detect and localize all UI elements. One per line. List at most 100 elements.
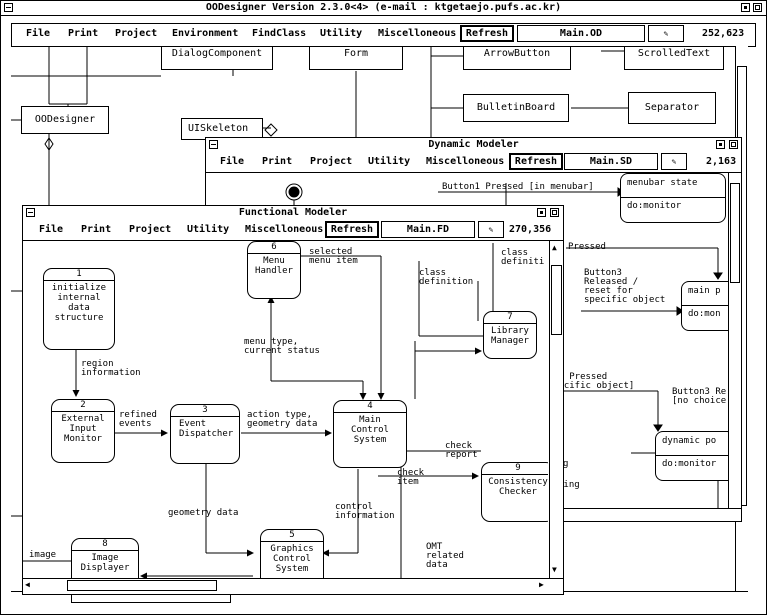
- transition-label-button1: Button1 Pressed [in menubar]: [442, 182, 594, 192]
- functional-dataflows: [23, 243, 494, 578]
- dynamic-refresh-button[interactable]: Refresh: [509, 153, 563, 170]
- scroll-left-arrow-icon[interactable]: ◀: [25, 580, 30, 589]
- functional-coordinate-readout: 270,356: [509, 224, 552, 235]
- functional-minimize-icon[interactable]: [537, 208, 546, 217]
- functional-menu-miscelloneous[interactable]: Miscelloneous: [245, 224, 324, 235]
- flow-label-action-type: action type, geometry data: [247, 410, 318, 429]
- process-8-image-displayer[interactable]: 8 Image Displayer: [71, 538, 139, 578]
- dynamic-menu-miscelloneous[interactable]: Miscelloneous: [426, 156, 505, 167]
- functional-vertical-scrollbar[interactable]: ▲ ▼: [549, 241, 563, 578]
- dynamic-file-name-field: Main.SD: [564, 153, 658, 170]
- dynamic-menu-file[interactable]: File: [220, 156, 245, 167]
- flow-label-geometry-data: geometry data: [168, 508, 239, 518]
- class-arrowbutton[interactable]: ArrowButton: [463, 46, 571, 70]
- maximize-icon[interactable]: [753, 3, 762, 12]
- dynamic-menu-project[interactable]: Project: [310, 156, 353, 167]
- flow-label-check-item: check item: [397, 468, 425, 487]
- dynamic-window-menu-icon[interactable]: [209, 140, 218, 149]
- flow-label-refined-events: refined events: [119, 410, 157, 429]
- class-bulletinboard[interactable]: BulletinBoard: [463, 94, 569, 122]
- transition-label-button3-pressed: n3 Pressed pecific object]: [553, 372, 635, 391]
- tool-icon[interactable]: ✎: [648, 25, 684, 42]
- menu-findclass[interactable]: FindClass: [252, 28, 307, 39]
- transition-label-pressed: Pressed: [568, 242, 606, 252]
- functional-titlebar[interactable]: Functional Modeler: [23, 206, 563, 221]
- process-7-library-manager[interactable]: 7 Library Manager: [483, 311, 537, 359]
- functional-refresh-button[interactable]: Refresh: [325, 221, 379, 238]
- functional-window-title: Functional Modeler: [238, 207, 348, 218]
- dynamic-coordinate-readout: 2,163: [706, 156, 737, 167]
- flow-label-class-definition: class definition: [419, 268, 474, 287]
- functional-horizontal-scrollbar[interactable]: ◀ ▶: [23, 578, 563, 592]
- flow-label-control-information: control information: [335, 502, 395, 521]
- functional-window-menu-icon[interactable]: [26, 208, 35, 217]
- functional-maximize-icon[interactable]: [550, 208, 559, 217]
- flow-label-menu-type: menu type, current status: [244, 337, 320, 356]
- functional-vertical-scroll-thumb[interactable]: [551, 265, 562, 335]
- class-scrolledtext[interactable]: ScrolledText: [624, 46, 724, 70]
- dynamic-titlebar[interactable]: Dynamic Modeler: [206, 138, 741, 153]
- state-menubar[interactable]: menubar state do:monitor: [620, 173, 726, 223]
- scroll-down-arrow-icon[interactable]: ▼: [552, 565, 557, 574]
- menu-miscelloneous[interactable]: Miscelloneous: [378, 28, 457, 39]
- file-name-field: Main.OD: [517, 25, 645, 42]
- refresh-button[interactable]: Refresh: [460, 25, 514, 42]
- transition-label-button3-no-choice: Button3 Re [no choice: [672, 387, 727, 406]
- dynamic-menubar: File Print Project Utility Miscelloneous…: [206, 152, 741, 173]
- functional-menu-file[interactable]: File: [39, 224, 64, 235]
- functional-file-name-field: Main.FD: [381, 221, 475, 238]
- functional-menu-print[interactable]: Print: [81, 224, 112, 235]
- main-titlebar[interactable]: OODesigner Version 2.3.0<4> (e-mail : kt…: [1, 1, 766, 16]
- dynamic-window-title: Dynamic Modeler: [428, 139, 519, 150]
- functional-menu-utility[interactable]: Utility: [187, 224, 230, 235]
- flow-label-region-information: region information: [81, 359, 141, 378]
- process-6-menu-handler[interactable]: 6 Menu Handler: [247, 241, 301, 299]
- class-form[interactable]: Form: [309, 46, 403, 70]
- functional-horizontal-scroll-thumb[interactable]: [67, 580, 217, 591]
- menu-project[interactable]: Project: [115, 28, 158, 39]
- process-2-external-input-monitor[interactable]: 2 External Input Monitor: [51, 399, 115, 463]
- dynamic-maximize-icon[interactable]: [729, 140, 738, 149]
- functional-canvas[interactable]: 1 initialize internal data structure 2 E…: [23, 241, 548, 578]
- process-9-consistency-checker[interactable]: 9 Consistency Checker: [481, 462, 548, 522]
- dynamic-minimize-icon[interactable]: [716, 140, 725, 149]
- scroll-right-arrow-icon[interactable]: ▶: [539, 580, 544, 589]
- menu-utility[interactable]: Utility: [320, 28, 363, 39]
- minimize-icon[interactable]: [741, 3, 750, 12]
- process-4-main-control-system[interactable]: 4 Main Control System: [333, 400, 407, 468]
- flow-label-check-report: check report: [445, 441, 478, 460]
- flow-label-selected-menu-item: selected menu item: [309, 247, 358, 266]
- window-menu-icon[interactable]: [4, 3, 13, 12]
- dynamic-vertical-scrollbar[interactable]: [728, 173, 741, 508]
- menu-environment[interactable]: Environment: [172, 28, 239, 39]
- main-window-title: OODesigner Version 2.3.0<4> (e-mail : kt…: [205, 2, 562, 13]
- scroll-up-arrow-icon[interactable]: ▲: [552, 243, 557, 252]
- process-1-initialize[interactable]: 1 initialize internal data structure: [43, 268, 115, 350]
- flow-label-class-definiti: class definiti: [501, 248, 545, 267]
- dynamic-vertical-scroll-thumb[interactable]: [730, 183, 740, 283]
- class-separator[interactable]: Separator: [628, 92, 716, 124]
- functional-tool-icon[interactable]: ✎: [478, 221, 504, 238]
- coordinate-readout: 252,623: [702, 28, 745, 39]
- transition-label-button3-released: Button3 Released / reset for specific ob…: [584, 268, 666, 305]
- state-dynamic[interactable]: dynamic po do:monitor: [655, 431, 728, 481]
- flow-label-omt-related-data: OMT related data: [426, 542, 464, 570]
- transition-label-ding: ding: [558, 480, 580, 490]
- dynamic-menu-utility[interactable]: Utility: [368, 156, 411, 167]
- class-oodesigner[interactable]: OODesigner: [21, 106, 109, 134]
- functional-modeler-window: Functional Modeler File Print Project Ut…: [22, 205, 564, 595]
- flow-label-image: image: [29, 550, 57, 560]
- functional-menubar: File Print Project Utility Miscelloneous…: [23, 220, 563, 241]
- main-canvas[interactable]: DialogComponent Form ArrowButton Scrolle…: [11, 46, 734, 591]
- state-main[interactable]: main p do:mon: [681, 281, 728, 331]
- process-5-graphics-control-system[interactable]: 5 Graphics Control System: [260, 529, 324, 578]
- functional-menu-project[interactable]: Project: [129, 224, 172, 235]
- main-menubar: File Print Project Environment FindClass…: [11, 23, 756, 47]
- class-dialogcomponent[interactable]: DialogComponent: [161, 46, 273, 70]
- transition-label-g: g: [563, 459, 569, 469]
- menu-print[interactable]: Print: [68, 28, 99, 39]
- dynamic-menu-print[interactable]: Print: [262, 156, 293, 167]
- process-3-event-dispatcher[interactable]: 3 Event Dispatcher: [170, 404, 240, 464]
- dynamic-tool-icon[interactable]: ✎: [661, 153, 687, 170]
- menu-file[interactable]: File: [26, 28, 51, 39]
